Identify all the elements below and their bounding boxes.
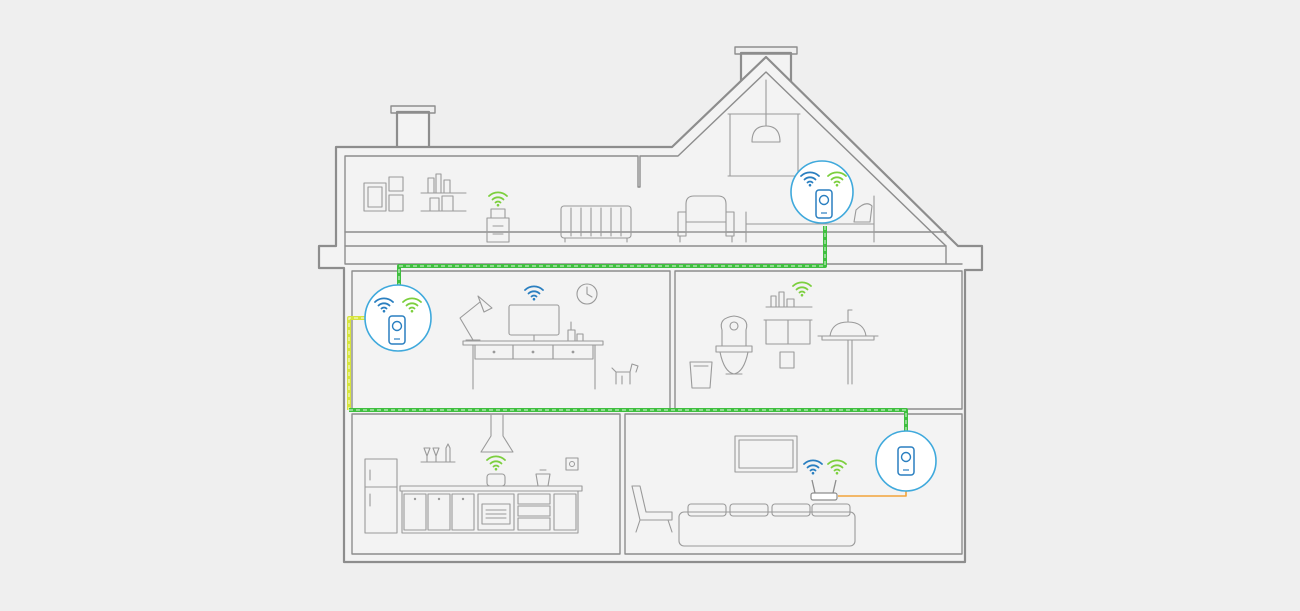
chimney-left-cap [390,105,436,114]
chimney-left [395,110,431,150]
oven [477,493,515,531]
dog [611,363,639,385]
laundry-basket [689,361,713,389]
room-kitchen [351,413,621,555]
armchair [677,195,735,243]
powerline-adapter-icon [815,189,833,219]
wall-clock [576,283,598,305]
picture-frame [363,182,387,212]
router-icon [810,479,838,501]
wall-tile [779,351,795,369]
sink [817,309,879,385]
sofa [678,511,856,547]
picture-frame [388,176,404,192]
pendant-lamp [751,125,781,143]
adapter-office [364,284,432,352]
chimney-right-cap [734,46,798,55]
desk-lamp [459,295,493,341]
picture-frame [388,194,404,212]
radiator [560,205,632,239]
attic-furniture [363,79,875,243]
drawer [517,493,551,505]
kitchen-furniture [364,413,583,534]
powerline-adapter-icon [897,446,915,476]
powerline-adapter-icon [388,315,406,345]
living-room-furniture [631,435,856,547]
wall-socket [565,457,579,471]
mug [576,333,584,342]
adapter-attic [790,160,854,224]
fridge [364,458,398,534]
television [734,435,798,473]
adapter-living [875,430,937,492]
toilet [715,315,753,375]
powerline-wiring [347,226,908,497]
range-hood [480,413,514,453]
bed [745,195,875,243]
bathroom-furniture [689,281,879,389]
room-living [624,413,963,555]
office-furniture [459,283,639,390]
lounge-chair [631,485,673,533]
